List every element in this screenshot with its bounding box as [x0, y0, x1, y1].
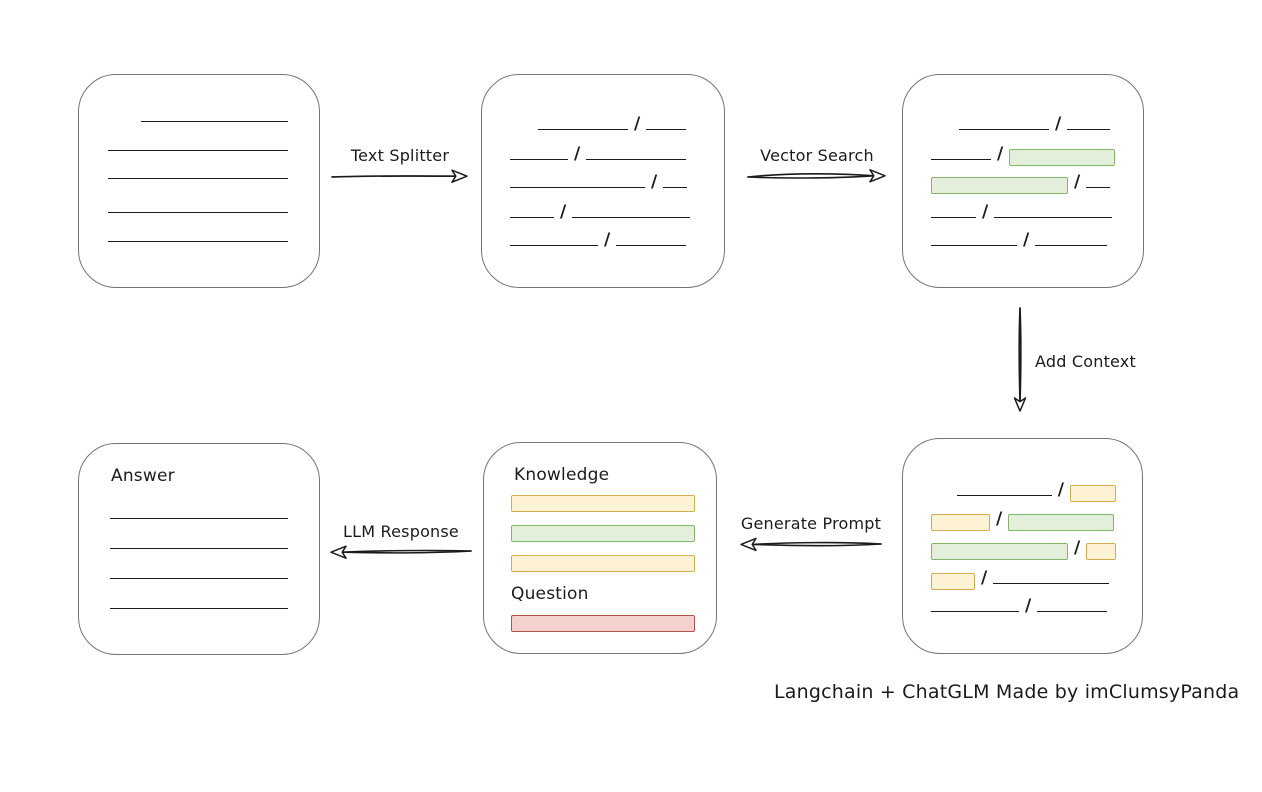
highlight-chip-green — [1009, 149, 1116, 166]
knowledge-chip-green — [511, 525, 695, 542]
generate-prompt-arrow: Generate Prompt — [738, 514, 884, 555]
chunk-row: / — [510, 166, 698, 192]
context-chunks-box: / / / / / — [902, 438, 1143, 654]
chunk-row: / — [931, 503, 1116, 531]
question-label: Question — [511, 584, 589, 604]
chunk-line — [931, 159, 991, 160]
arrow-label: LLM Response — [343, 522, 459, 541]
split-chunks-box: / / / / / — [481, 74, 725, 288]
arrow-label: Text Splitter — [350, 146, 450, 165]
slash-separator: / — [1074, 538, 1081, 558]
slash-separator: / — [574, 144, 581, 164]
text-splitter-arrow: Text Splitter — [330, 146, 470, 187]
highlight-chip-yellow — [931, 514, 990, 531]
highlight-chip-green — [931, 177, 1068, 194]
chunk-row: / — [931, 196, 1117, 222]
source-document-box — [78, 74, 320, 288]
answer-box: Answer — [78, 443, 320, 655]
slash-separator: / — [996, 509, 1003, 529]
slash-separator: / — [634, 114, 641, 134]
chunk-row: / — [510, 224, 698, 250]
chunk-line — [1067, 129, 1111, 130]
add-context-arrow: Add Context — [1010, 306, 1160, 418]
llm-response-arrow: LLM Response — [328, 522, 474, 563]
chunk-line — [510, 217, 554, 218]
prompt-box: Knowledge Question — [483, 442, 717, 654]
knowledge-chip-yellow — [511, 555, 695, 572]
chunk-line — [1037, 611, 1108, 612]
chunk-line — [1035, 245, 1108, 246]
chunk-line — [994, 217, 1113, 218]
arrow-down-icon — [1013, 307, 1027, 412]
arrow-left-icon — [330, 545, 472, 559]
highlight-chip-yellow — [931, 573, 975, 590]
chunk-line — [616, 245, 687, 246]
document-line — [141, 121, 288, 122]
chunk-row: / — [931, 166, 1117, 194]
knowledge-chip-yellow — [511, 495, 695, 512]
slash-separator: / — [1074, 172, 1081, 192]
chunk-row: / — [931, 224, 1117, 250]
chunk-row: / — [931, 562, 1116, 590]
answer-line — [110, 578, 288, 579]
chunk-line — [646, 129, 687, 130]
arrow-label: Generate Prompt — [740, 514, 882, 533]
slash-separator: / — [1055, 114, 1062, 134]
answer-label: Answer — [111, 466, 175, 486]
slash-separator: / — [604, 230, 611, 250]
document-line — [108, 150, 288, 151]
slash-separator: / — [1023, 230, 1030, 250]
chunk-row: / — [510, 196, 698, 222]
slash-separator: / — [651, 172, 658, 192]
chunk-row: / — [510, 108, 698, 134]
answer-line — [110, 548, 288, 549]
document-line — [108, 178, 288, 179]
chunk-row: / — [931, 138, 1117, 166]
chunk-line — [572, 217, 691, 218]
document-line — [108, 212, 288, 213]
chunk-row: / — [931, 108, 1117, 134]
arrow-label: Vector Search — [760, 146, 874, 165]
slash-separator: / — [997, 144, 1004, 164]
arrow-right-icon — [747, 169, 886, 183]
chunk-line — [956, 495, 1052, 496]
chunk-line — [959, 129, 1049, 130]
chunk-line — [931, 245, 1017, 246]
highlight-chip-yellow — [1086, 543, 1117, 560]
chunk-row: / — [931, 590, 1116, 616]
chunk-line — [931, 217, 976, 218]
slash-separator: / — [1025, 596, 1032, 616]
chunk-line — [510, 159, 568, 160]
slash-separator: / — [981, 568, 988, 588]
answer-line — [110, 608, 288, 609]
highlight-chip-green — [1008, 514, 1115, 531]
chunk-row: / — [931, 532, 1117, 560]
knowledge-label: Knowledge — [514, 465, 610, 485]
question-chip-red — [511, 615, 695, 632]
slash-separator: / — [1057, 480, 1064, 500]
chunk-row: / — [510, 138, 698, 164]
chunk-line — [663, 187, 688, 188]
chunk-line — [586, 159, 687, 160]
chunk-row: / — [931, 474, 1116, 502]
chunk-line — [931, 611, 1019, 612]
highlight-chip-green — [931, 543, 1068, 560]
vector-search-arrow: Vector Search — [746, 146, 888, 187]
chunk-line — [1086, 187, 1111, 188]
chunk-line — [510, 187, 645, 188]
chunk-line — [538, 129, 628, 130]
arrow-left-icon — [740, 537, 882, 552]
vector-match-box: / / / / / — [902, 74, 1144, 288]
chunk-line — [993, 583, 1110, 584]
slash-separator: / — [560, 202, 567, 222]
arrow-label: Add Context — [1035, 352, 1136, 371]
answer-line — [110, 518, 288, 519]
arrow-right-icon — [331, 169, 468, 183]
caption: Langchain + ChatGLM Made by imClumsyPand… — [774, 681, 1240, 703]
slash-separator: / — [982, 202, 989, 222]
chunk-line — [510, 245, 598, 246]
highlight-chip-yellow — [1070, 485, 1116, 502]
document-line — [108, 241, 288, 242]
